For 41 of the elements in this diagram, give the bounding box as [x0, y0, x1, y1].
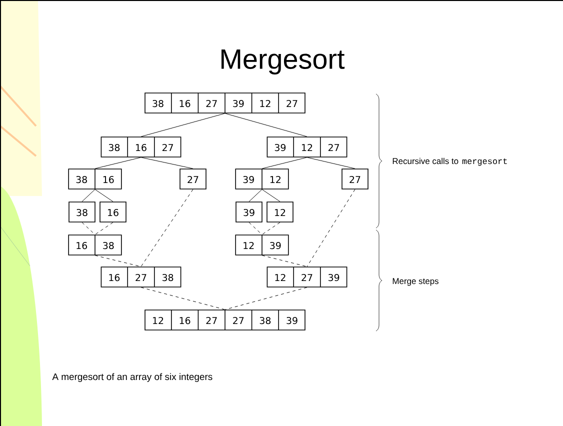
array-box: 38 16 27	[100, 136, 182, 158]
caption: A mergesort of an array of six integers	[52, 373, 212, 382]
connector-line	[224, 113, 308, 137]
brace-label: Merge steps	[392, 278, 438, 286]
array-box: 39 12 27	[266, 136, 348, 158]
connector-line	[224, 287, 308, 310]
array-box: 38 16 27 39 12 27	[144, 92, 306, 114]
connector-line	[82, 222, 96, 235]
array-box: 27	[180, 168, 206, 190]
connector-line	[140, 157, 194, 169]
connector-line	[262, 255, 308, 267]
connector-line	[262, 189, 280, 202]
array-box: 12	[266, 202, 294, 222]
array-box: 16 27 38	[100, 266, 182, 288]
connector-line	[82, 189, 96, 202]
array-box: 12 27 39	[266, 266, 348, 288]
connector-line	[94, 189, 114, 202]
array-box: 12 39	[235, 234, 289, 256]
connector-line	[306, 157, 356, 169]
array-box: 16 38	[68, 234, 122, 256]
array-box: 39 12	[235, 168, 289, 190]
connector-line	[94, 255, 142, 267]
array-box: 39	[236, 202, 262, 222]
connector-line	[306, 189, 356, 267]
array-box: 38	[68, 202, 96, 222]
connector-line	[262, 157, 308, 169]
connector-line	[248, 189, 262, 202]
connector-line	[140, 113, 226, 137]
connector-line	[140, 189, 194, 267]
connector-line	[248, 222, 262, 235]
function-name: mergesort	[462, 158, 507, 166]
brace-label: Recursive calls to	[392, 158, 458, 164]
connector-line	[262, 222, 280, 235]
array-box: 27	[342, 168, 368, 190]
title: Mergesort	[222, 50, 345, 74]
connector-line	[140, 287, 226, 310]
connector-line	[94, 157, 142, 169]
array-box: 38 16	[68, 168, 122, 190]
array-box: 16	[100, 202, 126, 222]
connector-line	[94, 222, 114, 235]
array-box: 12 16 27 27 38 39	[144, 310, 306, 330]
